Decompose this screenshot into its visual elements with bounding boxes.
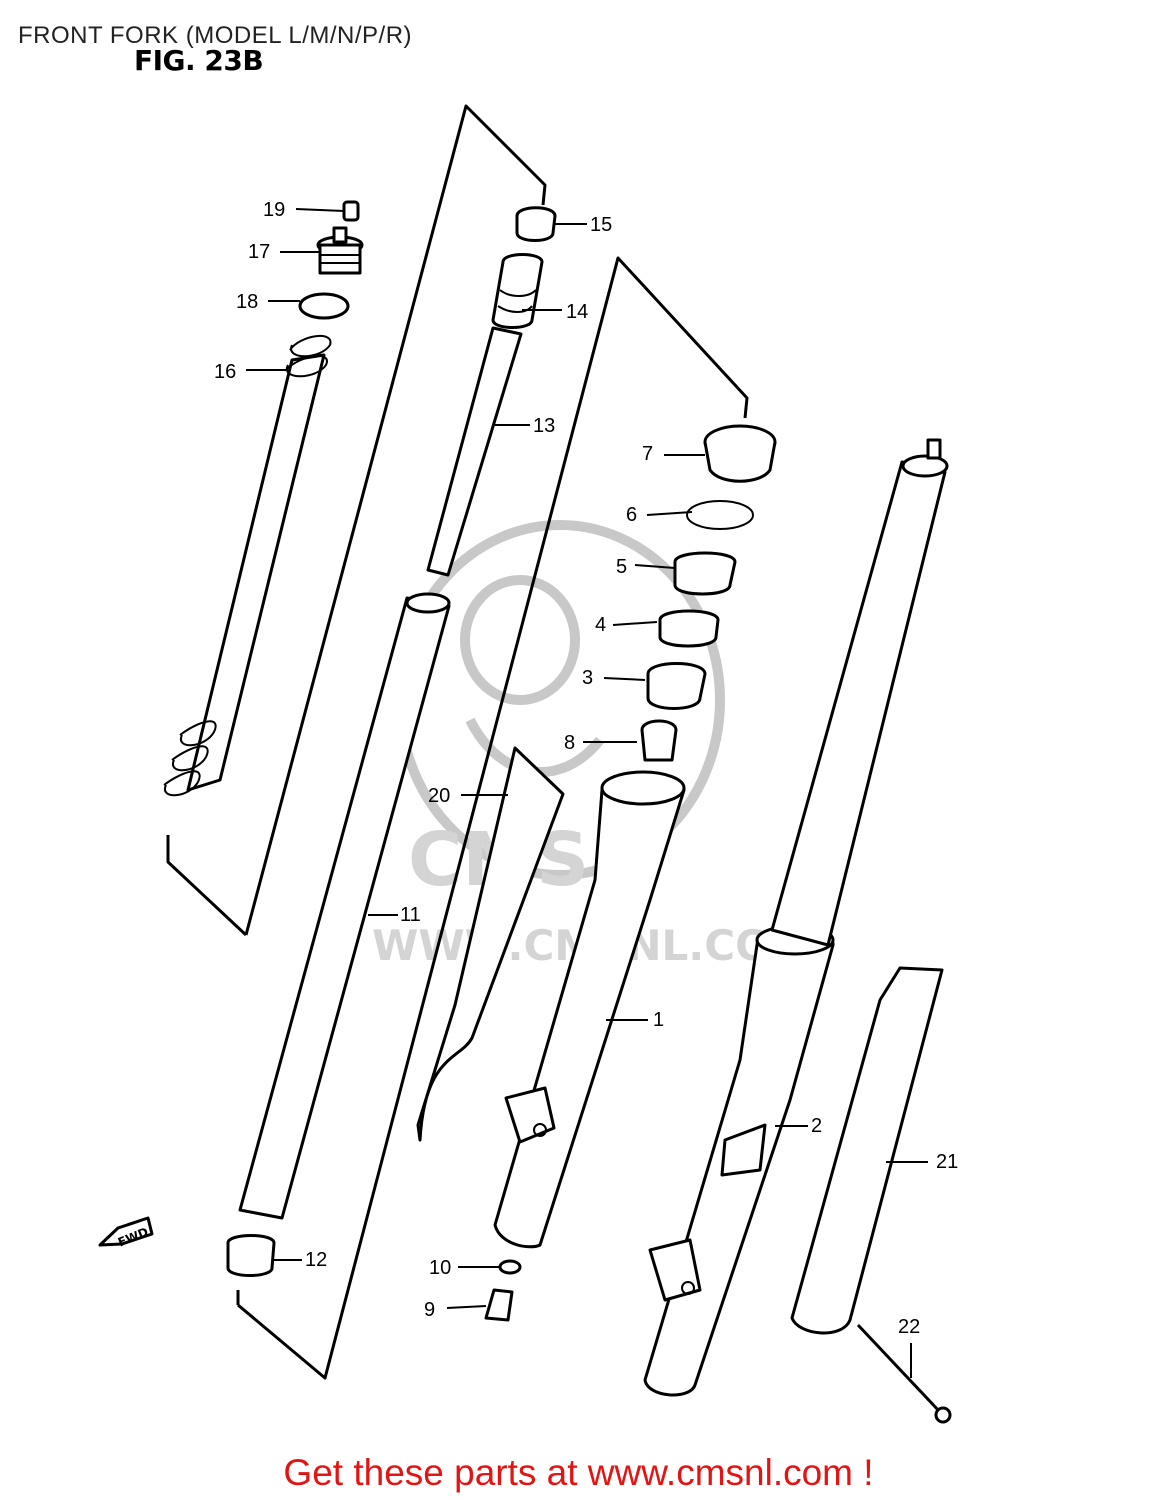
callout-7: 7 xyxy=(642,443,653,465)
part-18-o-ring xyxy=(298,292,350,320)
callout-17: 17 xyxy=(248,241,270,263)
callout-leaders xyxy=(246,208,928,1378)
callout-14: 14 xyxy=(566,301,588,323)
callout-6: 6 xyxy=(626,504,637,526)
part-3-bush xyxy=(646,662,707,710)
page-title: FRONT FORK (MODEL L/M/N/P/R) xyxy=(18,22,413,49)
figure-label: FIG. 23B xyxy=(134,44,264,77)
part-4-washer xyxy=(658,609,720,648)
part-9-bolt xyxy=(484,1288,514,1322)
part-20-fork-cover xyxy=(416,746,565,1142)
callout-20: 20 xyxy=(428,785,450,807)
callout-10: 10 xyxy=(429,1257,451,1279)
callout-18: 18 xyxy=(236,291,258,313)
part-14-piston-ring xyxy=(491,253,544,329)
callout-labels: 1 2 3 4 5 6 7 8 9 10 11 12 13 14 15 16 1… xyxy=(214,199,958,1338)
part-1-outer-tube xyxy=(493,770,686,1249)
part-8-oil-lock-piece xyxy=(640,719,678,762)
callout-15: 15 xyxy=(590,214,612,236)
callout-4: 4 xyxy=(595,614,606,636)
part-15-bush xyxy=(515,206,557,242)
fwd-direction-arrow: FWD xyxy=(98,1216,154,1249)
callout-5: 5 xyxy=(616,556,627,578)
part-11-inner-tube xyxy=(238,592,451,1220)
callout-13: 13 xyxy=(533,415,555,437)
part-21-fork-cover xyxy=(790,966,944,1335)
callout-19: 19 xyxy=(263,199,285,221)
part-13-damper-rod xyxy=(426,326,523,577)
callout-1: 1 xyxy=(653,1009,664,1031)
callout-12: 12 xyxy=(305,1249,327,1271)
part-5-oil-seal xyxy=(673,551,737,596)
callout-11: 11 xyxy=(400,904,421,926)
part-6-stopper-ring xyxy=(686,500,754,530)
footer-parts-link[interactable]: Get these parts at www.cmsnl.com ! xyxy=(283,1452,874,1493)
callout-3: 3 xyxy=(582,667,593,689)
part-7-dust-seal xyxy=(703,424,777,483)
callout-16: 16 xyxy=(214,361,236,383)
callout-8: 8 xyxy=(564,732,575,754)
part-17-top-plug xyxy=(316,226,364,275)
part-19-cap xyxy=(342,200,360,222)
assembled-fork-tube xyxy=(770,438,949,947)
assembly-frames xyxy=(166,104,749,1380)
callout-2: 2 xyxy=(811,1115,822,1137)
callout-21: 21 xyxy=(936,1151,958,1173)
part-16-spring xyxy=(163,334,332,797)
part-12-guide-bush xyxy=(226,1234,276,1277)
callout-9: 9 xyxy=(424,1299,435,1321)
part-22-bolt xyxy=(856,1323,952,1424)
part-10-washer xyxy=(498,1259,522,1275)
callout-22: 22 xyxy=(898,1316,920,1338)
